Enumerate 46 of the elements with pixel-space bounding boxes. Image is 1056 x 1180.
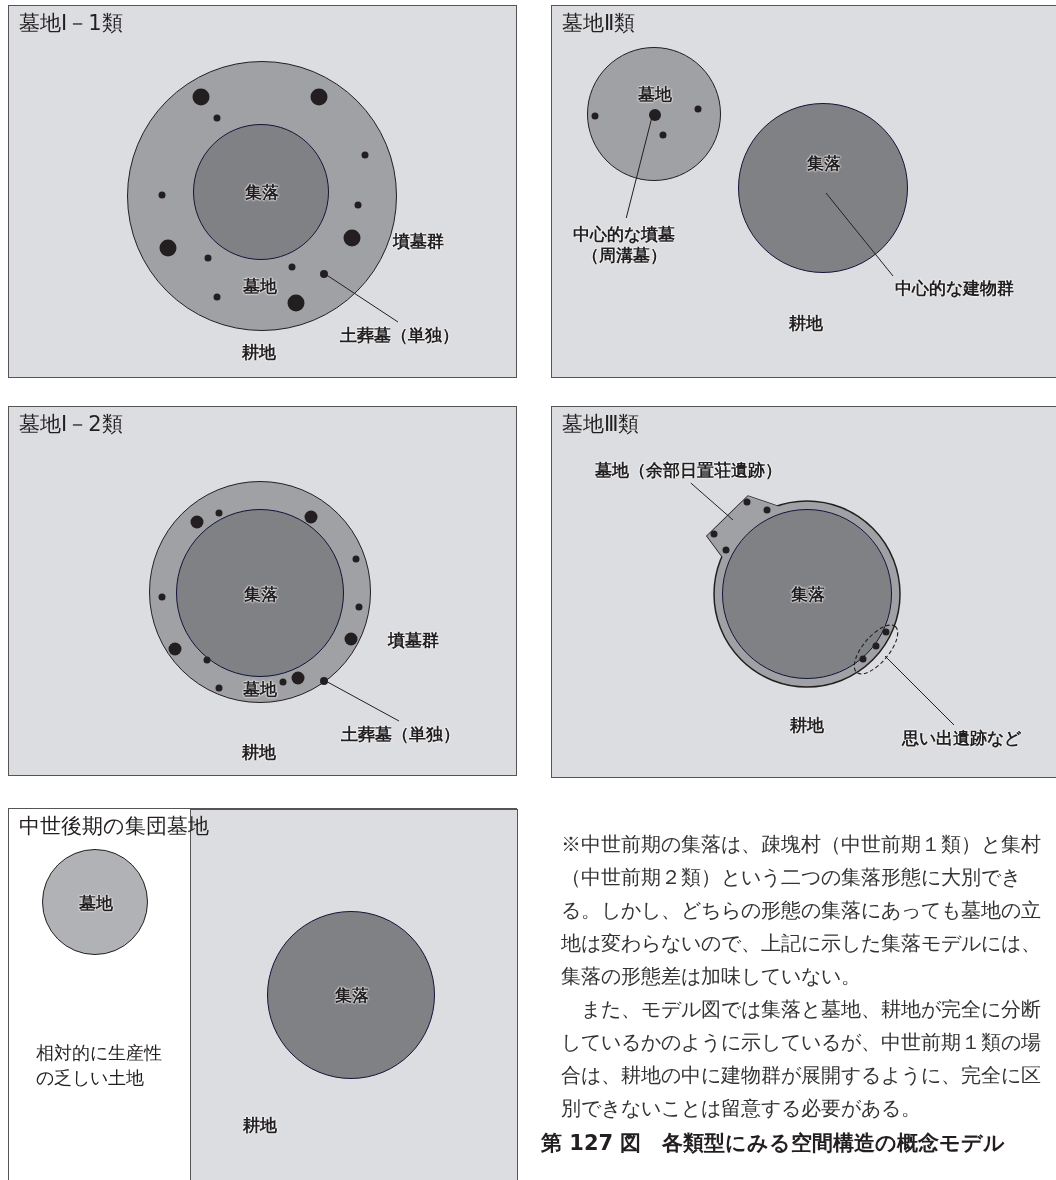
area-label: 耕地 [242, 742, 276, 764]
dot [649, 109, 661, 121]
note-paragraph: また、モデル図では集落と墓地、耕地が完全に分断しているかのように示しているが、中世前期１類の場合は、耕地の中に建物群が展開するように、完全に区別できないことは留意する必要がある。 [561, 997, 1042, 1122]
callout-label: 中心的な墳墓（周溝墓） [572, 223, 676, 267]
leader-line [690, 482, 734, 521]
leader-line [625, 118, 652, 219]
callout-label: 土葬墓（単独） [339, 325, 459, 347]
leader-line [325, 680, 400, 722]
note-paragraph: ※中世前期の集落は、疎塊村（中世前期１類）と集村（中世前期２類）という二つの集落形態に大別できる。しかし、どちらの形態の集落にあっても墓地の立地は変わらないので、上記に示した集落モデルには、集落の形態差は加味していない。 [561, 832, 1042, 990]
dot [320, 677, 328, 685]
area-label: 墓地 [243, 679, 277, 701]
area-label: 墓地 [243, 276, 277, 298]
area-label: 集落 [335, 985, 369, 1007]
callout-label: 中心的な建物群 [894, 278, 1014, 300]
dashed-ellipse [854, 625, 898, 674]
callout-label: 土葬墓（単独） [340, 724, 460, 746]
panel [8, 808, 517, 1180]
leader-line [825, 192, 894, 277]
area-label: 墓地 [79, 893, 113, 915]
callout-label: 思い出遺跡など [901, 728, 1021, 750]
area-label: 集落 [245, 182, 279, 204]
area-label: 耕地 [242, 342, 276, 364]
area-label: 集落 [244, 584, 278, 606]
leader-line [324, 273, 399, 323]
dot [320, 270, 328, 278]
panel-heading: 墓地Ⅰ－1類 [19, 11, 123, 37]
area-label: 耕地 [790, 715, 824, 737]
figure-caption: 第 127 図 各類型にみる空間構造の概念モデル [541, 1130, 1006, 1157]
area-label: 墓地 [638, 84, 672, 106]
panel [551, 406, 1056, 778]
panel-heading: 墓地Ⅲ類 [562, 412, 640, 438]
area-label: 集落 [791, 584, 825, 606]
panel-heading: 墓地Ⅱ類 [562, 11, 636, 37]
panel [551, 5, 1056, 378]
area-label: 耕地 [243, 1115, 277, 1137]
callout-label: 墳墓群 [393, 231, 444, 253]
panel [8, 406, 517, 776]
area-label: 集落 [807, 153, 841, 175]
callout-label: 墓地（余部日置荘遺跡） [594, 460, 782, 482]
area-label: 耕地 [789, 313, 823, 335]
area-label: 相対的に生産性の乏しい土地 [36, 1042, 163, 1090]
panel [8, 5, 517, 378]
callout-label: 墳墓群 [388, 630, 439, 652]
leader-line [884, 655, 955, 726]
farmland-area [190, 809, 518, 1180]
panel-heading: 墓地Ⅰ－2類 [19, 412, 123, 438]
